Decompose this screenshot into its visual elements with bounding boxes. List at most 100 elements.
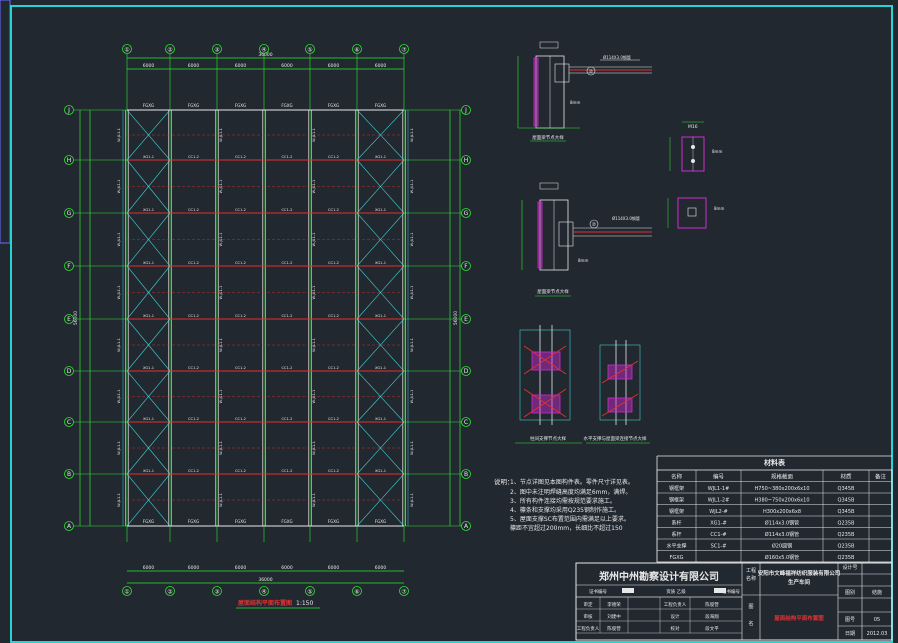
grid-label-left: B: [67, 471, 71, 478]
detail4-frame: [599, 344, 641, 421]
tb-num: 05: [874, 617, 880, 623]
purlin-label: CC1-2: [188, 469, 199, 473]
grid-bubble-right: [461, 208, 471, 218]
purlin-label: CC1-2: [282, 155, 293, 159]
detail3-brace: [523, 345, 567, 375]
roof-brace: [356, 473, 405, 527]
grid-bubble-bottom: [352, 586, 362, 596]
plate2-outline: [677, 197, 707, 229]
tb-project: 安阳市文峰福祥纺织服装有限公司: [758, 569, 841, 577]
tb-role-name: 刘建中: [607, 613, 621, 620]
dim-top-total: 36000: [258, 52, 272, 58]
tb-cert-a: 证书编号: [589, 588, 607, 595]
purlin-label: CC1-2: [328, 366, 339, 370]
grid-label-bottom: ⑥: [354, 589, 359, 596]
title-block-frame: [575, 562, 893, 641]
material-table-cell: H300x200x6x8: [763, 509, 801, 515]
material-table-cell: Q235B: [838, 544, 855, 550]
column-label: W-JL1-1: [117, 493, 121, 507]
material-table-cell: WJL1-1#: [708, 486, 730, 492]
grid-label-bottom: ③: [214, 589, 219, 596]
grid-label-right: G: [464, 210, 469, 217]
purlin-label: XG1-1: [375, 417, 386, 421]
detail2-callout: [589, 219, 599, 229]
dim-top-bay: 6000: [328, 63, 340, 69]
column-label: W-JL1-1: [312, 338, 316, 352]
material-table-cell: 钢框架: [669, 485, 684, 492]
grid-bubble-right: [461, 469, 471, 479]
column-label: W-JL1-1: [219, 441, 223, 455]
material-table-cell: 钢框架: [669, 497, 684, 504]
material-table-cell: Q235B: [838, 532, 855, 538]
grid-bubble-top: [305, 44, 315, 54]
column-label: W-JL1-1: [117, 233, 121, 247]
column-label: W-JL1-1: [410, 233, 414, 247]
tb-role2-name: 段海翔: [705, 613, 719, 620]
roof-brace: [126, 473, 171, 527]
tb-company: 郑州中州勘察设计有限公司: [599, 570, 719, 583]
purlin-label: CC1-2: [188, 366, 199, 370]
column-label: W-JL1-1: [117, 441, 121, 455]
purlin-label: XG1-1: [143, 417, 154, 421]
material-table-title: 材料表: [763, 458, 786, 467]
grid-label-right: B: [464, 471, 468, 478]
detail1-end-plate: [533, 57, 539, 127]
roof-brace: [126, 421, 171, 475]
detail1-weld-label: 8mm: [570, 100, 580, 105]
dim-bottom-bay: 6000: [188, 565, 200, 571]
roof-brace: [356, 212, 405, 267]
purlin-label: CC1-2: [188, 155, 199, 159]
grid-label-top: ②: [167, 47, 173, 54]
dim-bottom-bay: 6000: [375, 565, 387, 571]
detail-3: 柱间支撑节点大样: [515, 325, 582, 444]
grid-label-left: C: [67, 419, 71, 426]
detail3-caption: 柱间支撑节点大样: [530, 435, 566, 442]
tb-project-label: 工程: [746, 567, 756, 574]
roof-brace: [356, 109, 405, 161]
plate-detail-2: 8mm: [667, 197, 724, 229]
column-label: W-JL1-1: [312, 128, 316, 142]
material-table-cell: FGXG: [669, 555, 683, 561]
purlin-label: CC1-2: [188, 208, 199, 212]
notes-line-5: 5、屋面支撑SC布置范围内需满足以上要求。: [510, 515, 630, 523]
edge-beam-label: FGXG: [375, 519, 386, 524]
edge-beam-label: FGXG: [143, 103, 154, 108]
notes-line-1: 1、节点详图见本图构件表。零件尺寸详见表。: [510, 478, 634, 486]
material-table-cell: Q345B: [838, 486, 855, 492]
material-table-cell: H380~750x200x6x10: [755, 498, 810, 504]
grid-label-left: F: [67, 263, 71, 270]
grid-bubble-left: [64, 208, 74, 218]
material-table-header: 编号: [713, 473, 725, 481]
grid-bubble-right: [461, 366, 471, 376]
roof-brace: [126, 109, 171, 161]
dim-bottom-bay: 6000: [143, 565, 155, 571]
purlin-label: XG1-1: [375, 208, 386, 212]
plate2-thick-label: 8mm: [714, 206, 724, 211]
grid-bubble-left: [64, 469, 74, 479]
material-table-cell: Q345B: [838, 498, 855, 504]
detail1-callout-num: ②: [589, 69, 594, 75]
grid-bubble-right: [461, 417, 471, 427]
grid-label-top: ①: [124, 47, 129, 54]
column-label: W-JL1-1: [312, 441, 316, 455]
tb-cert-c: 证书编号: [722, 588, 740, 595]
edge-beam-label: FGXG: [281, 103, 292, 108]
column-label: W-JL1-1: [410, 390, 414, 404]
material-table-cell: 水平支撑: [666, 543, 686, 550]
material-table-cell: Q345B: [838, 509, 855, 515]
grid-bubble-left: [64, 105, 74, 115]
plate1-bolt-label: M16: [688, 124, 698, 130]
purlin-label: XG1-1: [375, 261, 386, 265]
tb-role: 审核: [584, 613, 593, 620]
material-table-cell: H750~380x200x6x10: [755, 486, 810, 492]
column-label: W-JL1-1: [312, 180, 316, 194]
grid-label-top: ⑤: [307, 47, 312, 54]
purlin-label: XG1-1: [375, 469, 386, 473]
column-label: W-JL1-1: [219, 390, 223, 404]
tb-cert-box: [714, 588, 726, 593]
purlin-label: XG1-1: [143, 469, 154, 473]
design-notes: 说明： 1、节点详图见本图构件表。零件尺寸详见表。 2、图中未注明焊缝高度均满足…: [494, 477, 634, 532]
material-table-cell: Ø114x3.0钢管: [765, 520, 799, 527]
